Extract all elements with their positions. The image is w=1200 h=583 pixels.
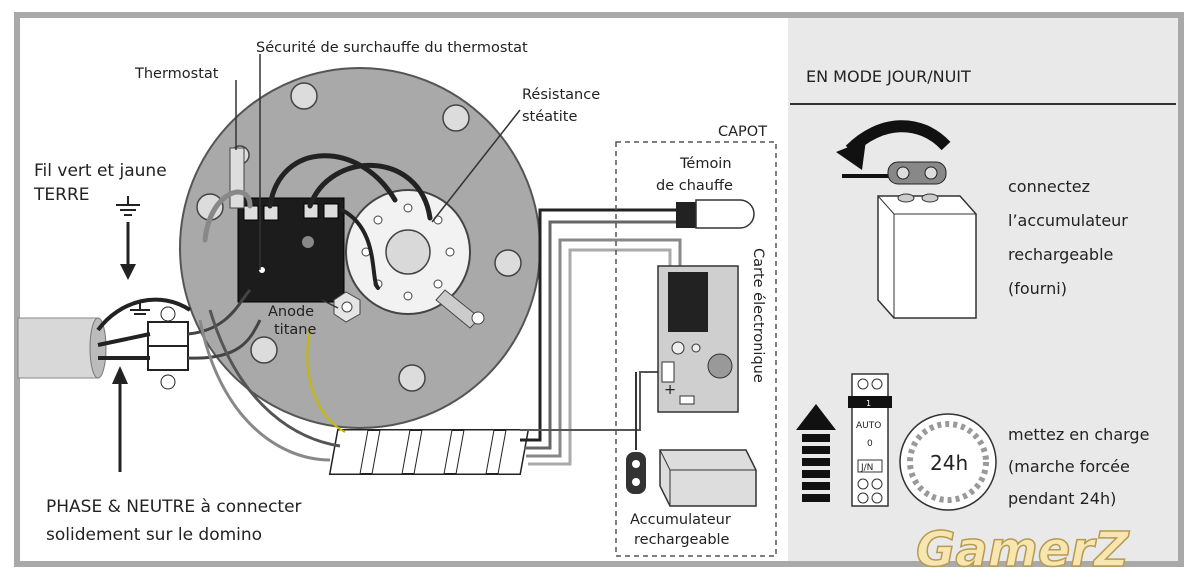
panel-title: EN MODE JOUR/NUIT [806, 67, 971, 86]
charge-line-3: pendant 24h) [1008, 489, 1116, 508]
label-capot: CAPOT [718, 124, 767, 140]
earth-symbol-icon [116, 196, 150, 315]
power-cable [17, 317, 107, 379]
label-anode-2: titane [274, 322, 316, 338]
connector-strip [198, 208, 690, 475]
heating-indicator-lamp [676, 199, 755, 229]
timer-dial-icon [899, 413, 997, 511]
switch-position-1: 1 [866, 399, 871, 408]
switch-position-auto: AUTO [856, 421, 881, 431]
label-accumulator-1: Accumulateur [630, 512, 731, 528]
switch-position-jn: J/N [860, 463, 873, 473]
connect-line-1: connectez [1008, 177, 1090, 196]
label-overheat-safety: Sécurité de surchauffe du thermostat [256, 40, 528, 56]
label-thermostat: Thermostat [134, 66, 219, 82]
electronic-board [635, 265, 739, 450]
label-phase-neutral-1: PHASE & NEUTRE à connecter [46, 497, 302, 517]
label-leaders [235, 54, 521, 309]
label-earth-wire-2: TERRE [33, 185, 90, 205]
board-plus-sign: + [664, 382, 676, 398]
capot-box [615, 141, 777, 557]
label-temoin-2: de chauffe [656, 178, 733, 194]
flange-bolts [196, 82, 522, 392]
connect-line-3: rechargeable [1008, 245, 1113, 264]
timer-label: 24h [930, 451, 968, 475]
rechargeable-battery [626, 449, 757, 507]
label-resistance-1: Résistance [522, 87, 600, 103]
heater-flange [179, 67, 541, 429]
titanium-anode [333, 291, 361, 323]
thermostat-block [229, 147, 345, 303]
up-arrow-icon [796, 404, 836, 502]
label-resistance-2: stéatite [522, 109, 577, 125]
charge-line-1: mettez en charge [1008, 425, 1149, 444]
battery-connect-icon [836, 120, 977, 319]
domino-terminal [96, 196, 262, 472]
switch-position-0: 0 [867, 439, 873, 449]
charge-line-2: (marche forcée [1008, 457, 1130, 476]
internal-wires [202, 153, 433, 290]
connect-line-4: (fourni) [1008, 279, 1067, 298]
connect-line-2: l’accumulateur [1008, 211, 1128, 230]
label-electronic-board: Carte électronique [750, 248, 766, 383]
label-earth-wire-1: Fil vert et jaune [34, 161, 167, 181]
mode-switch [848, 373, 892, 507]
label-accumulator-2: rechargeable [634, 532, 730, 548]
watermark-logo: GamerZ [916, 522, 1130, 578]
label-anode-1: Anode [268, 304, 314, 320]
label-phase-neutral-2: solidement sur le domino [46, 525, 262, 545]
label-temoin-1: Témoin [679, 156, 732, 172]
